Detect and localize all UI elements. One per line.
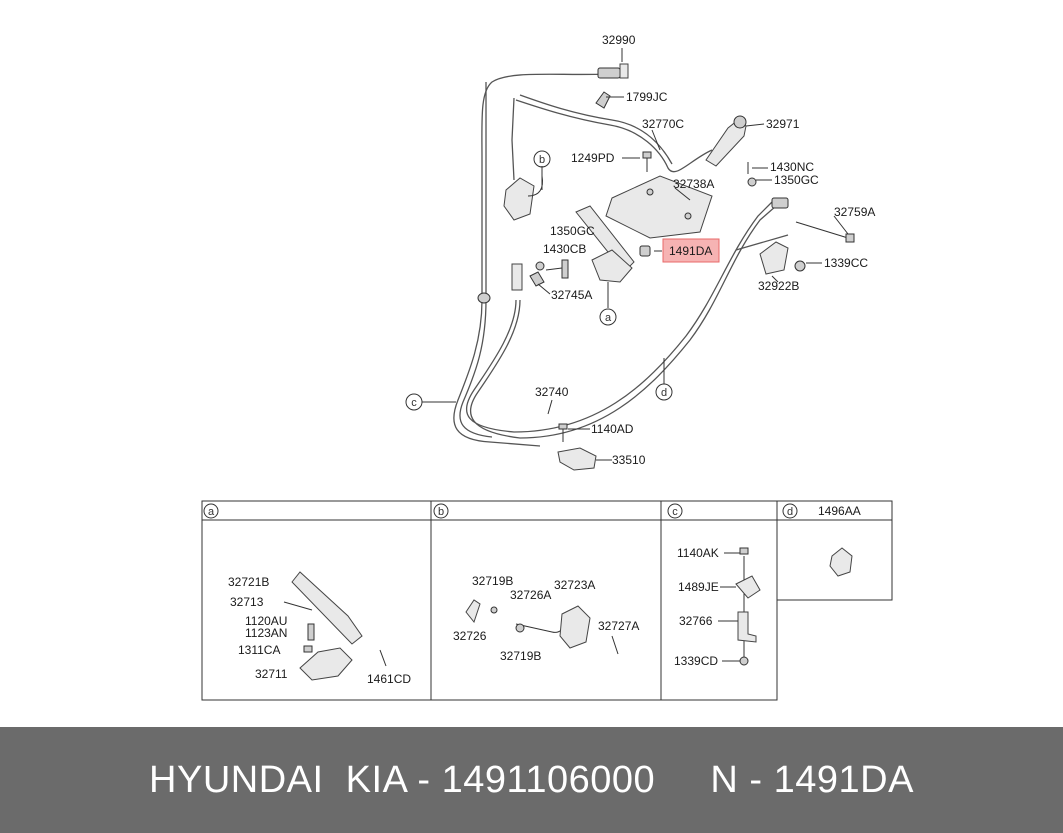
- callout-b: b: [533, 150, 551, 168]
- svg-text:d: d: [787, 506, 793, 518]
- label-1461CD: 1461CD: [367, 672, 411, 686]
- label-32711: 32711: [255, 667, 288, 681]
- part-shapes: [477, 63, 855, 471]
- label-33510: 33510: [612, 453, 646, 467]
- label-1140AD: 1140AD: [591, 422, 634, 436]
- label-32726A: 32726A: [510, 588, 551, 602]
- label-32740: 32740: [535, 385, 569, 399]
- label-1249PD: 1249PD: [571, 151, 615, 165]
- label-1123AN: 1123AN: [245, 626, 287, 640]
- label-32719B-top: 32719B: [472, 574, 513, 588]
- banner-text: HYUNDAI KIA - 1491106000 N - 1491DA: [149, 758, 914, 801]
- label-32971: 32971: [766, 117, 800, 131]
- label-32759A: 32759A: [834, 205, 875, 219]
- svg-text:d: d: [661, 387, 667, 399]
- label-32721B: 32721B: [228, 575, 269, 589]
- label-32745A: 32745A: [551, 288, 592, 302]
- highlight-1491DA: [662, 238, 720, 263]
- label-32726: 32726: [453, 629, 487, 643]
- callout-c: c: [405, 393, 423, 411]
- label-32738A: 32738A: [673, 177, 714, 191]
- label-1491DA: 1491DA: [669, 244, 712, 258]
- panel-c: c 1140AK 1489JE 32766 1339CD: [667, 503, 761, 668]
- label-1120AU: 1120AU: [245, 614, 287, 628]
- label-32922B: 32922B: [758, 279, 799, 293]
- leader-lines: [422, 48, 849, 461]
- svg-text:a: a: [605, 312, 612, 324]
- panel-b: b 32719B 32723A 32726A 32726 32727A 3271…: [433, 503, 639, 663]
- label-1339CD: 1339CD: [674, 654, 718, 668]
- part-number-banner: HYUNDAI KIA - 1491106000 N - 1491DA: [0, 727, 1063, 833]
- panel-d: d 1496AA: [782, 503, 861, 577]
- detail-panels: [201, 500, 893, 701]
- svg-text:a: a: [208, 506, 215, 518]
- label-32770C: 32770C: [642, 117, 684, 131]
- label-1311CA: 1311CA: [238, 643, 280, 657]
- label-1430NC: 1430NC: [770, 160, 814, 174]
- callout-d: d: [655, 383, 673, 401]
- label-32719B-bottom: 32719B: [500, 649, 541, 663]
- label-32713: 32713: [230, 595, 264, 609]
- label-1430CB: 1430CB: [543, 242, 586, 256]
- svg-text:b: b: [539, 154, 545, 166]
- callout-a: a: [599, 308, 617, 326]
- label-32727A: 32727A: [598, 619, 639, 633]
- parts-diagram: 32990 1799JC 32770C 32971 1249PD 32738A …: [201, 33, 893, 701]
- label-32990: 32990: [602, 33, 636, 47]
- main-labels: 32990 1799JC 32770C 32971 1249PD 32738A …: [535, 33, 875, 467]
- svg-text:c: c: [672, 506, 678, 518]
- label-1799JC: 1799JC: [626, 90, 668, 104]
- svg-text:b: b: [438, 506, 444, 518]
- label-1350GC-right: 1350GC: [774, 173, 819, 187]
- label-1496AA: 1496AA: [818, 504, 861, 518]
- label-1350GC-left: 1350GC: [550, 224, 595, 238]
- svg-text:c: c: [411, 397, 417, 409]
- label-1489JE: 1489JE: [678, 580, 719, 594]
- label-32723A: 32723A: [554, 578, 595, 592]
- label-1140AK: 1140AK: [677, 546, 719, 560]
- label-1339CC: 1339CC: [824, 256, 868, 270]
- label-32766: 32766: [679, 614, 713, 628]
- cable-assembly: [453, 73, 789, 447]
- panel-a: a 32721B 32713 1120AU 1123AN 1311CA 3271…: [203, 503, 411, 686]
